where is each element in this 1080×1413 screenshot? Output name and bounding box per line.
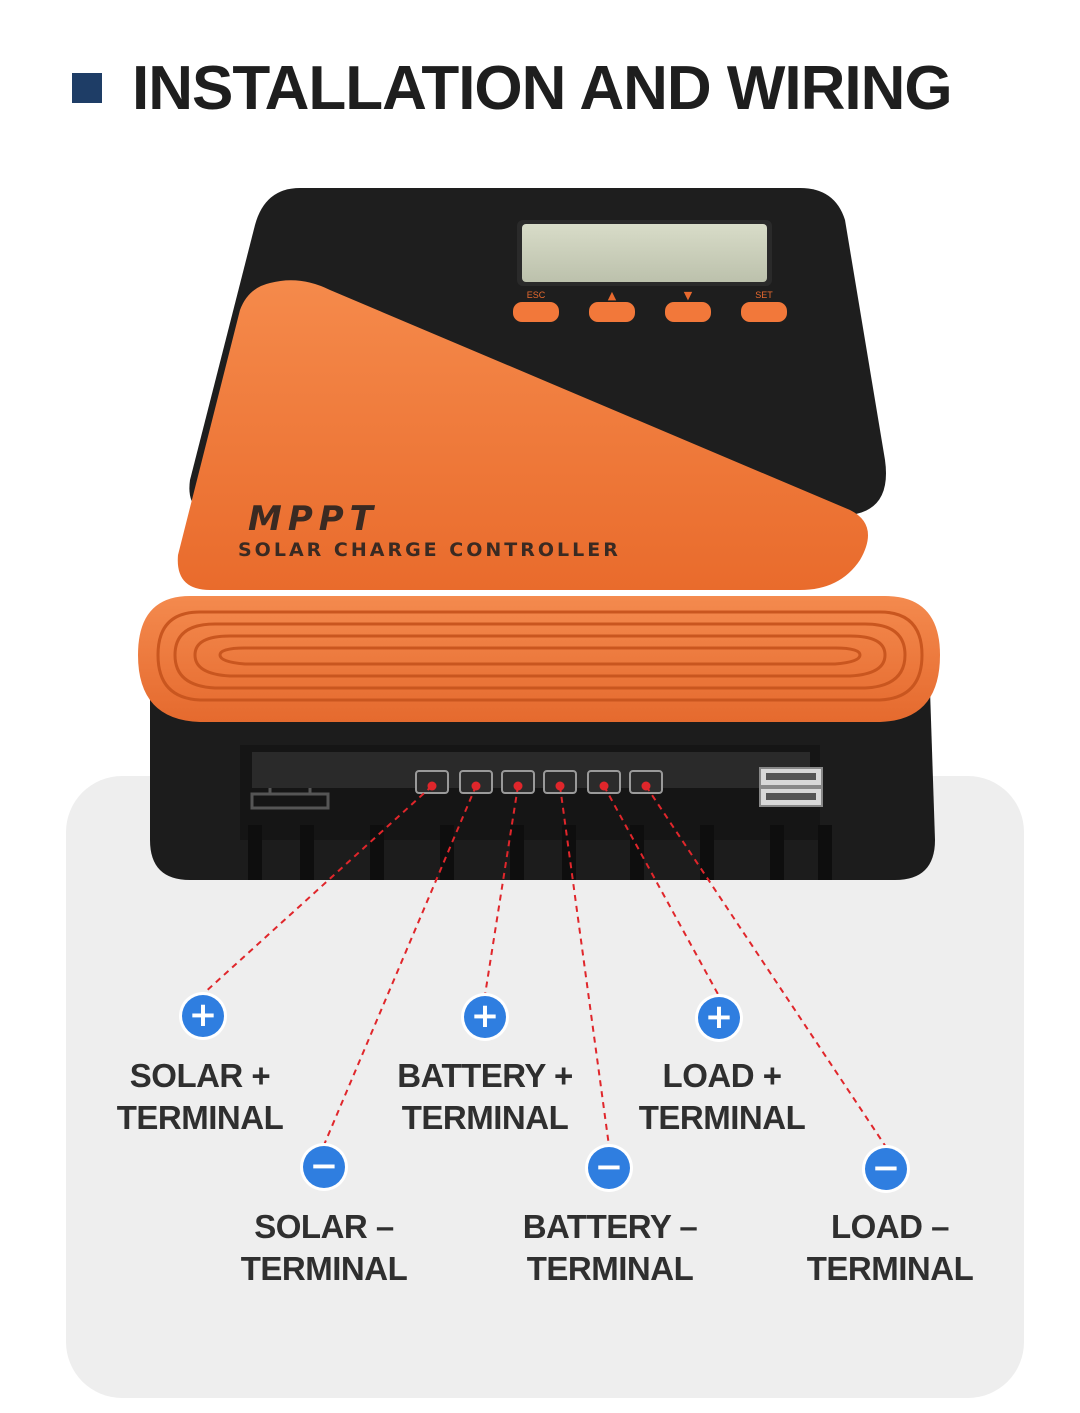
up-button[interactable] [589,302,635,322]
esc-label: ESC [527,290,546,300]
solar-negative-badge-icon: − [303,1146,345,1188]
battery-symbol-icon [250,788,330,810]
battery-negative-leader-line [559,785,610,1147]
battery-positive-line2: TERMINAL [401,1099,569,1136]
battery-negative-line2: TERMINAL [526,1250,694,1287]
brand-mppt: MPPT [248,499,379,539]
solar-positive-line2: TERMINAL [116,1099,284,1136]
up-arrow-icon: ▲ [608,289,617,302]
load-positive-line1: LOAD + [662,1057,782,1094]
lcd-screen [522,224,767,282]
solar-positive-line1: SOLAR + [129,1057,271,1094]
solar-negative-line1: SOLAR – [254,1208,394,1245]
page-title: INSTALLATION AND WIRING [132,53,953,123]
battery-positive-leader-line [484,785,519,996]
section-header: INSTALLATION AND WIRING [72,48,953,128]
orange-cover [177,280,868,590]
orange-grip-bar [138,596,940,722]
load-positive-line2: TERMINAL [638,1099,806,1136]
battery-positive-label: BATTERY + TERMINAL [355,1055,615,1139]
solar-negative-label: SOLAR – TERMINAL [194,1206,454,1290]
load-positive-leader-line [603,785,720,997]
battery-negative-label: BATTERY – TERMINAL [480,1206,740,1290]
load-negative-badge-icon: − [865,1148,907,1190]
solar-positive-leader-line [202,785,433,995]
solar-positive-label: SOLAR + TERMINAL [70,1055,330,1139]
set-button[interactable] [741,302,787,322]
battery-negative-line1: BATTERY – [522,1208,698,1245]
load-positive-label: LOAD + TERMINAL [592,1055,852,1139]
load-negative-line2: TERMINAL [806,1250,974,1287]
load-negative-line1: LOAD – [830,1208,950,1245]
set-label: SET [755,290,773,300]
grip-ridges [156,610,924,702]
heatsink-fins [248,825,832,880]
solar-negative-line2: TERMINAL [240,1250,408,1287]
control-buttons: ESC ▲ ▼ SET [513,289,787,322]
leader-lines [202,785,887,1148]
solar-positive-badge-icon: + [182,995,224,1037]
battery-positive-badge-icon: + [464,996,506,1038]
brand-subtitle: SOLAR CHARGE CONTROLLER [238,539,621,561]
load-positive-badge-icon: + [698,997,740,1039]
load-negative-label: LOAD – TERMINAL [760,1206,1020,1290]
down-button[interactable] [665,302,711,322]
battery-positive-line1: BATTERY + [397,1057,573,1094]
solar-negative-leader-line [323,785,477,1146]
battery-negative-badge-icon: − [588,1147,630,1189]
esc-button[interactable] [513,302,559,322]
title-bullet [72,73,102,103]
usb-ports-icon [759,767,823,807]
down-arrow-icon: ▼ [684,289,693,302]
